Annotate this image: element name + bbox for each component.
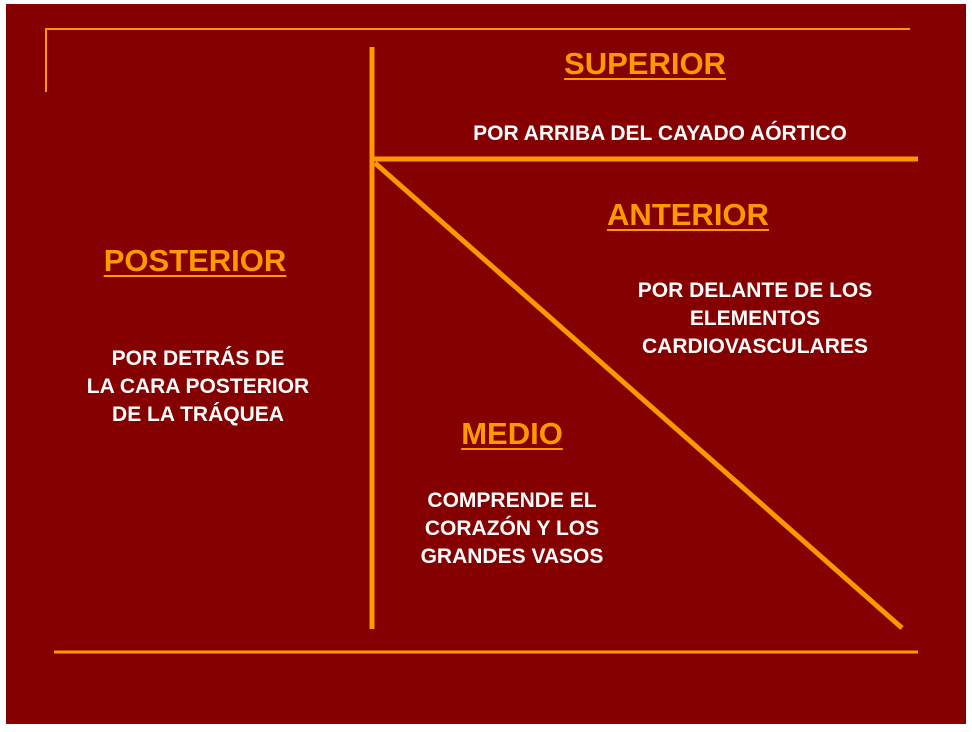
medio-title: MEDIO (461, 416, 563, 451)
superior-title: SUPERIOR (564, 46, 726, 81)
posterior-desc: POR DETRÁS DE LA CARA POSTERIOR DE LA TR… (86, 347, 310, 426)
slide (6, 4, 966, 724)
top-frame-line (45, 28, 910, 92)
medio-desc: COMPRENDE EL CORAZÓN Y LOS GRANDES VASOS (420, 489, 604, 568)
posterior-title: POSTERIOR (103, 243, 287, 278)
anterior-title: ANTERIOR (607, 197, 769, 232)
superior-desc: POR ARRIBA DEL CAYADO AÓRTICO (473, 122, 847, 145)
anterior-desc: POR DELANTE DE LOS ELEMENTOS CARDIOVASCU… (637, 279, 873, 358)
diagonal-divider (373, 161, 904, 630)
